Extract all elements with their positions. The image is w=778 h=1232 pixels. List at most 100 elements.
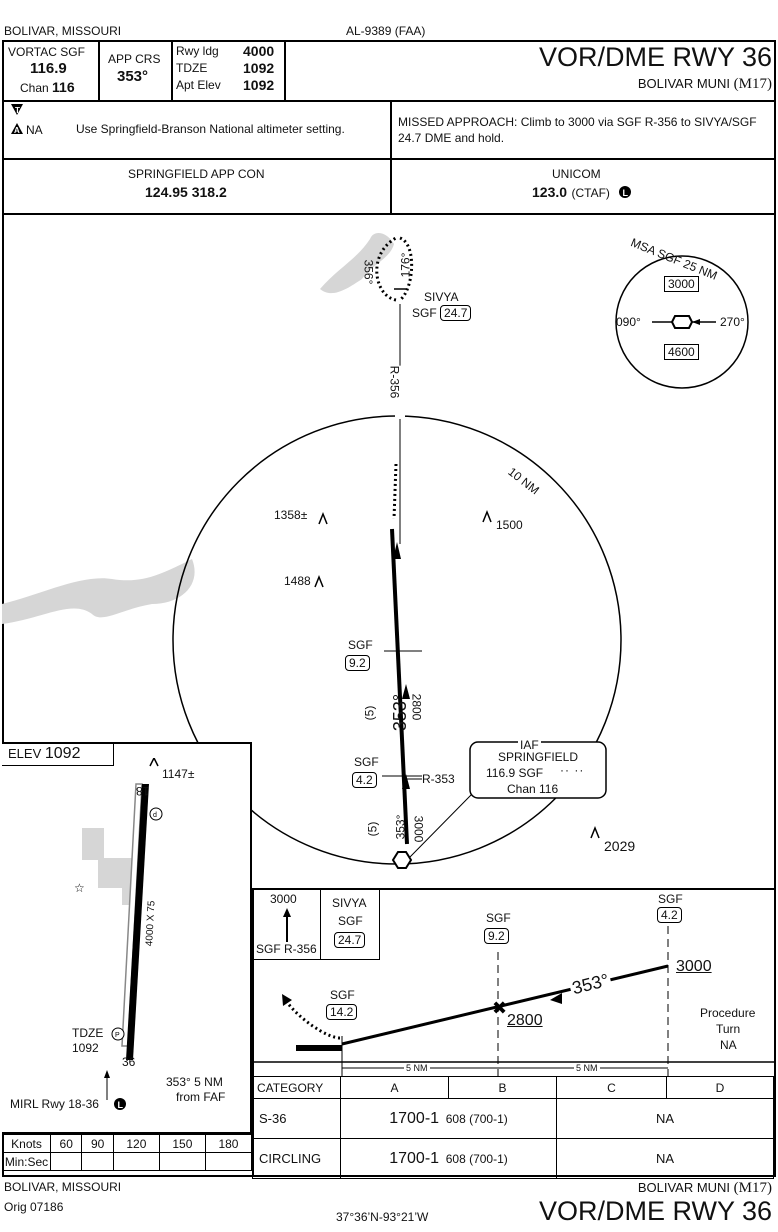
iaf-name: SPRINGFIELD xyxy=(498,750,579,764)
svg-text:A: A xyxy=(14,126,20,135)
obstacle-1488: 1488 xyxy=(284,574,311,588)
unicom-freq: 123.0 (CTAF) xyxy=(532,184,610,200)
svg-text:P: P xyxy=(115,1032,120,1039)
altimeter-note: Use Springfield-Branson National altimet… xyxy=(76,122,345,136)
cat-b: B xyxy=(448,1076,557,1099)
r353-label: R-353 xyxy=(422,772,455,786)
climb-arrow-icon xyxy=(283,908,291,942)
app-con-label: SPRINGFIELD APP CON xyxy=(128,167,265,181)
msa-bearing-east: 270° xyxy=(720,315,745,329)
plan-view xyxy=(2,232,622,869)
profile-hold-fix: SIVYA xyxy=(332,896,367,910)
svg-text:L: L xyxy=(118,1100,124,1110)
sivya-dme: SGF 24.7 xyxy=(412,305,472,321)
missed-approach: MISSED APPROACH: Climb to 3000 via SGF R… xyxy=(398,115,757,145)
svg-text:d: d xyxy=(153,812,157,819)
iaf-freq: 116.9 SGF xyxy=(486,766,544,780)
final-dist-1: (5) xyxy=(362,705,377,721)
msa-bearing-west: 090° xyxy=(616,315,641,329)
footer-coords: 37°36’N-93°21’W xyxy=(336,1210,429,1224)
app-crs: 353° xyxy=(117,68,149,85)
location-label: BOLIVAR, MISSOURI xyxy=(4,24,122,38)
app-crs-label: APP CRS xyxy=(108,52,161,66)
profile-fix1-sgf: SGF xyxy=(486,911,511,925)
runway-18-label: 18 xyxy=(136,784,150,798)
category-label: CATEGORY xyxy=(252,1076,341,1099)
diag-tdze: 1092 xyxy=(72,1041,99,1055)
pilot-controlled-lighting-icon: L xyxy=(619,186,631,198)
cat-d: D xyxy=(666,1076,774,1099)
sivya-label: SIVYA xyxy=(424,290,459,304)
minsec-label: Min:Sec xyxy=(2,1152,51,1171)
tdze-label: TDZE xyxy=(176,61,208,75)
msa-alt-south: 4600 xyxy=(664,344,699,360)
hold-right xyxy=(398,236,414,302)
missed-approach-track xyxy=(392,463,398,520)
profile-map-sgf: SGF xyxy=(330,988,355,1002)
fix-arrow-icon xyxy=(104,1070,110,1100)
knots-60: 60 xyxy=(49,1134,83,1153)
knots-120: 120 xyxy=(112,1134,160,1153)
runway-diagram: d P ☆ xyxy=(74,758,163,1060)
fix1-dme: 9.2 xyxy=(345,655,370,671)
airport-name: BOLIVAR MUNI (M17) xyxy=(637,76,772,92)
segment-1: 5 NM xyxy=(404,1063,430,1073)
svg-text:L: L xyxy=(623,188,629,198)
fix2-sgf: SGF xyxy=(354,755,379,769)
iaf-label: IAF xyxy=(518,738,541,752)
profile-hold-radial: SGF R-356 xyxy=(256,942,317,956)
profile-fix2-sgf: SGF xyxy=(658,892,683,906)
final-alt-2: 3000 xyxy=(411,815,426,843)
lighting: MIRL Rwy 18-36 xyxy=(10,1097,99,1111)
diag-obstacle: 1147± xyxy=(162,767,195,781)
radial-label: R-356 xyxy=(387,365,402,399)
row-circling-label: CIRCLING xyxy=(252,1138,341,1179)
svg-text:T: T xyxy=(15,106,20,115)
tdze: 1092 xyxy=(243,60,275,76)
elev-box xyxy=(2,742,114,766)
hold-outbound: 356° xyxy=(361,259,376,285)
apt-elev: 1092 xyxy=(243,77,275,93)
knots-180: 180 xyxy=(204,1134,253,1153)
svg-text:☆: ☆ xyxy=(74,881,85,895)
row-circling-ab: 1700-1 608 (700-1) xyxy=(340,1138,557,1179)
app-con-freq: 124.95 318.2 xyxy=(145,184,227,200)
profile-fix1-dme: 9.2 xyxy=(484,928,509,944)
obstacle-2029: 2029 xyxy=(604,838,636,854)
chart-id: AL-9389 (FAA) xyxy=(346,24,426,38)
airport-diagram xyxy=(2,742,252,1134)
row-s36-cd: NA xyxy=(556,1098,774,1139)
diag-fix-from: from FAF xyxy=(176,1090,226,1104)
vortac-freq: 116.9 xyxy=(30,60,67,77)
footer-airport: BOLIVAR MUNI (M17) xyxy=(637,1180,772,1196)
knots-150: 150 xyxy=(158,1134,206,1153)
obstacle-icons xyxy=(314,509,600,839)
profile-view: ✖ xyxy=(252,926,774,1076)
segment-2: 5 NM xyxy=(574,1063,600,1073)
lighting-icon: L xyxy=(114,1098,126,1110)
final-course xyxy=(390,528,409,845)
pt-line1: Procedure xyxy=(700,1006,756,1020)
profile-map-dme: 14.2 xyxy=(326,1004,358,1020)
svg-text:✖: ✖ xyxy=(492,998,507,1018)
unicom-label: UNICOM xyxy=(552,167,601,181)
rwy-ldg: 4000 xyxy=(243,43,275,59)
hold-left xyxy=(375,236,397,302)
footer-orig: Orig 07186 xyxy=(4,1200,64,1214)
vortac-icon xyxy=(391,851,413,869)
cat-c: C xyxy=(556,1076,667,1099)
diag-fix-course: 353° 5 NM xyxy=(166,1075,223,1089)
final-alt-1: 2800 xyxy=(409,693,424,721)
hold-box xyxy=(252,888,380,960)
minimums-table: CATEGORY A B C D S-36 1700-1 608 (700-1)… xyxy=(252,1076,774,1179)
profile-hold-alt: 3000 xyxy=(270,892,297,906)
diag-tdze-label: TDZE xyxy=(72,1026,104,1040)
final-dist-2: (5) xyxy=(365,821,380,837)
chart-title: VOR/DME RWY 36 xyxy=(538,42,772,72)
msa-alt-north: 3000 xyxy=(664,276,699,292)
profile-alt-3000: 3000 xyxy=(676,958,712,975)
row-s36-ab: 1700-1 608 (700-1) xyxy=(340,1098,557,1139)
apt-elev-label: Apt Elev xyxy=(176,78,221,92)
obstacle-1358: 1358± xyxy=(274,508,308,522)
iaf-chan: Chan 116 xyxy=(507,782,559,796)
